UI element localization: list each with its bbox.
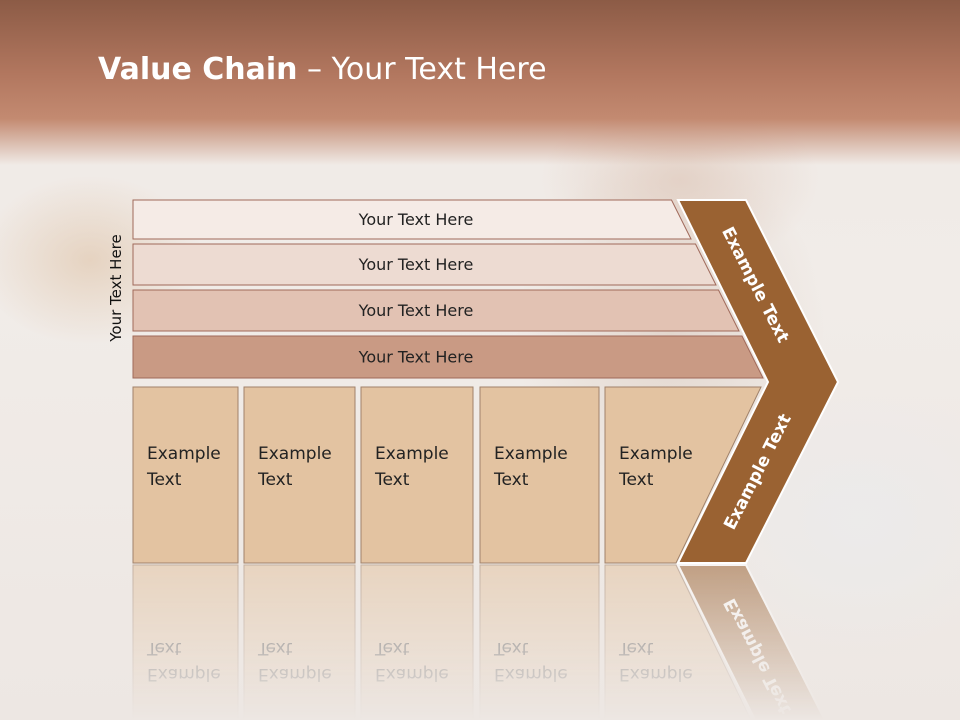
title-bold: Value Chain [98,52,298,87]
primary-cell-line1: Example [494,444,568,464]
primary-cell-line2: Text [374,638,410,658]
primary-cell-line1: Example [147,664,221,684]
support-row [132,289,740,332]
primary-cell [360,386,474,564]
primary-cell-line2: Text [618,470,654,490]
primary-cell-line2: Text [146,470,182,490]
support-row [132,199,692,240]
primary-cell-line1: Example [494,664,568,684]
primary-cell-line2: Text [618,638,654,658]
primary-cell-line2: Text [493,470,529,490]
primary-cell [243,564,356,720]
primary-cell-line2: Text [257,470,293,490]
support-row-label: Your Text Here [358,301,474,320]
primary-cell-reflection: Example Text [243,564,356,720]
primary-cell-reflection: Example Text [360,564,474,720]
primary-cell [360,564,474,720]
primary-cell-reflection: Example Text [604,564,752,720]
primary-cell-line1: Example [258,444,332,464]
primary-cell-line2: Text [257,638,293,658]
header-band [0,0,960,165]
title-rest: – Your Text Here [297,52,547,87]
diagram-reflection: ExampleTextExampleTextExampleTextExample… [132,564,826,720]
support-row-label: Your Text Here [358,348,474,367]
primary-cell-line1: Example [147,444,221,464]
primary-cell-reflection: Example Text [132,564,239,720]
primary-cell [132,386,239,564]
primary-cell [243,386,356,564]
primary-cell [479,386,600,564]
support-row-label: Your Text Here [358,210,474,229]
primary-cell [479,564,600,720]
primary-cell-line1: Example [375,664,449,684]
primary-cell-line1: Example [619,444,693,464]
primary-cell-line1: Example [375,444,449,464]
primary-cell [604,386,762,564]
primary-cell-line1: Example [258,664,332,684]
slide-title: Value Chain – Your Text Here [98,52,547,87]
primary-cell-line2: Text [374,470,410,490]
support-row [132,335,764,379]
primary-cell-line1: Example [619,664,693,684]
support-row [132,243,717,286]
primary-cell-line2: Text [493,638,529,658]
chevron-arrow [676,199,840,564]
primary-cell-reflection: Example Text [479,564,600,720]
support-row-label: Your Text Here [358,255,474,274]
primary-cell [604,564,752,720]
primary-cell [132,564,239,720]
primary-cell-line2: Text [146,638,182,658]
